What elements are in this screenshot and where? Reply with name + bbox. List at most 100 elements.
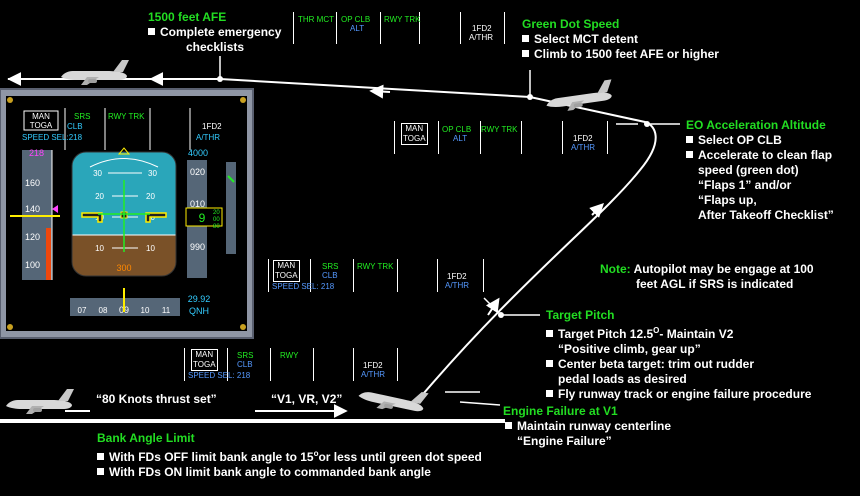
eo-item: “Flaps 1” and/or — [698, 178, 792, 192]
fma-top-rwytrk: RWY TRK — [384, 15, 421, 24]
eo-item: Select OP CLB — [698, 133, 782, 147]
tp-callout: Target Pitch Target Pitch 12.5O- Maintai… — [546, 308, 811, 402]
fma-bottom-athr: A/THR — [361, 370, 385, 379]
pitch-label: 20 — [146, 192, 155, 201]
pfd-fma-rwy-trk: RWY TRK — [108, 112, 145, 121]
fma-tp-srs: SRS — [322, 262, 339, 271]
airplane-icon — [6, 389, 74, 414]
alt-roll: 00 — [213, 217, 220, 223]
fma-tp-rwytrk: RWY TRK — [357, 262, 394, 271]
eo-item: After Takeoff Checklist” — [698, 208, 834, 222]
v-speeds-callout: “V1, VR, V2” — [271, 392, 343, 406]
path-arrow — [589, 203, 604, 218]
tp-item: Center beta target: trim out rudder — [558, 357, 755, 371]
alt-roll: 80 — [213, 224, 220, 230]
gds-title: Green Dot Speed — [522, 17, 620, 31]
tp-degree: O — [653, 326, 660, 335]
pfd-display: MAN TOGA SPEED SEL:218 SRS CLB RWY TRK 1… — [0, 88, 254, 339]
runway-line — [0, 419, 505, 423]
pfd-fma-toga: TOGA — [30, 121, 53, 130]
pfd-fma-athr: A/THR — [196, 133, 220, 142]
fma-tp-speed-sel: SPEED SEL: 218 — [272, 282, 335, 291]
heading-tick: 08 — [99, 306, 108, 315]
alt-roll: 20 — [213, 210, 220, 216]
afe-callout: 1500 feet AFE Complete emergency checkli… — [148, 10, 281, 55]
pitch-label: 20 — [95, 192, 104, 201]
baro-setting: 29.92 — [188, 294, 211, 304]
speed-tick: 160 — [25, 178, 40, 188]
alt-tick: 020 — [190, 167, 205, 177]
note-line: feet AGL if SRS is indicated — [636, 277, 794, 291]
speed-tick: 140 — [25, 204, 40, 214]
airplane-icon — [356, 379, 429, 418]
bank-degree: o — [313, 449, 319, 458]
fma-top-fd: 1FD2 — [472, 24, 492, 33]
fma-tp-athr: A/THR — [445, 281, 469, 290]
bank-item: or less until green dot speed — [318, 450, 482, 464]
fma-bottom-rwy: RWY — [280, 351, 299, 360]
fma-eo-alt: ALT — [453, 134, 468, 143]
path-arrow — [369, 84, 391, 99]
note-label: Note: — [600, 262, 631, 276]
fma-tp-clb: CLB — [322, 271, 338, 280]
gds-item: Select MCT detent — [534, 32, 639, 46]
alt-tick: 010 — [190, 199, 205, 209]
fma-eo-opclb: OP CLB — [442, 125, 472, 134]
pfd-fma-clb: CLB — [67, 122, 83, 131]
fma-bottom-fd: 1FD2 — [363, 361, 383, 370]
heading-tick: 11 — [162, 306, 171, 315]
pfd-fma-speed-sel: SPEED SEL:218 — [22, 133, 83, 142]
fma-top: THR MCT OP CLB ALT RWY TRK 1FD2 A/THR — [293, 12, 505, 44]
note-callout: Note: Autopilot may be engage at 100 fee… — [600, 262, 814, 292]
eo-title: EO Acceleration Altitude — [686, 118, 826, 132]
fma-eo-rwytrk: RWY TRK — [481, 125, 518, 134]
ef-title: Engine Failure at V1 — [503, 404, 618, 418]
tp-item: - Maintain V2 — [659, 327, 734, 341]
bank-item: With FDs OFF limit bank angle to 15 — [109, 450, 314, 464]
fma-tp-fd: 1FD2 — [447, 272, 467, 281]
tp-item: Target Pitch 12.5 — [558, 327, 654, 341]
pfd-fma-fd: 1FD2 — [202, 122, 222, 131]
bank-item: With FDs ON limit bank angle to commande… — [109, 465, 431, 479]
pfd-fma-srs: SRS — [74, 112, 90, 121]
tp-title: Target Pitch — [546, 308, 615, 322]
fma-top-thr: THR MCT — [298, 15, 334, 24]
fma-bottom-clb: CLB — [237, 360, 253, 369]
speed-tick: 120 — [25, 232, 40, 242]
speed-tick: 100 — [25, 260, 40, 270]
eo-item: Accelerate to clean flap — [698, 148, 833, 162]
bank-callout: Bank Angle Limit With FDs OFF limit bank… — [97, 431, 482, 480]
ef-item: “Engine Failure” — [517, 434, 612, 448]
fma-bottom-speed-sel: SPEED SEL: 218 — [188, 371, 251, 380]
eo-item: speed (green dot) — [698, 163, 799, 177]
airplane-icon — [61, 60, 129, 85]
heading-tick: 10 — [141, 306, 150, 315]
afe-title: 1500 feet AFE — [148, 10, 227, 24]
alt-target: 4000 — [188, 148, 208, 158]
pitch-label: 10 — [146, 244, 155, 253]
eo-callout: EO Acceleration Altitude Select OP CLB A… — [686, 118, 834, 223]
bank-title: Bank Angle Limit — [97, 431, 195, 445]
tp-item: pedal loads as desired — [558, 372, 687, 386]
tp-item: Fly runway track or engine failure proce… — [558, 387, 812, 401]
pitch-label: 30 — [93, 169, 102, 178]
pitch-label: 30 — [148, 169, 157, 178]
ef-item: Maintain runway centerline — [517, 419, 672, 433]
pitch-label: 10 — [95, 244, 104, 253]
thrust-set-callout: “80 Knots thrust set” — [96, 392, 217, 406]
fma-top-alt: ALT — [350, 24, 365, 33]
fma-top-athr: A/THR — [469, 33, 493, 42]
speed-target: 218 — [29, 148, 44, 158]
heading-tick: 07 — [78, 306, 87, 315]
fma-top-opclb: OP CLB — [341, 15, 371, 24]
gds-callout: Green Dot Speed Select MCT detent Climb … — [522, 17, 719, 62]
flight-path — [8, 78, 657, 401]
alt-tick: 990 — [190, 242, 205, 252]
